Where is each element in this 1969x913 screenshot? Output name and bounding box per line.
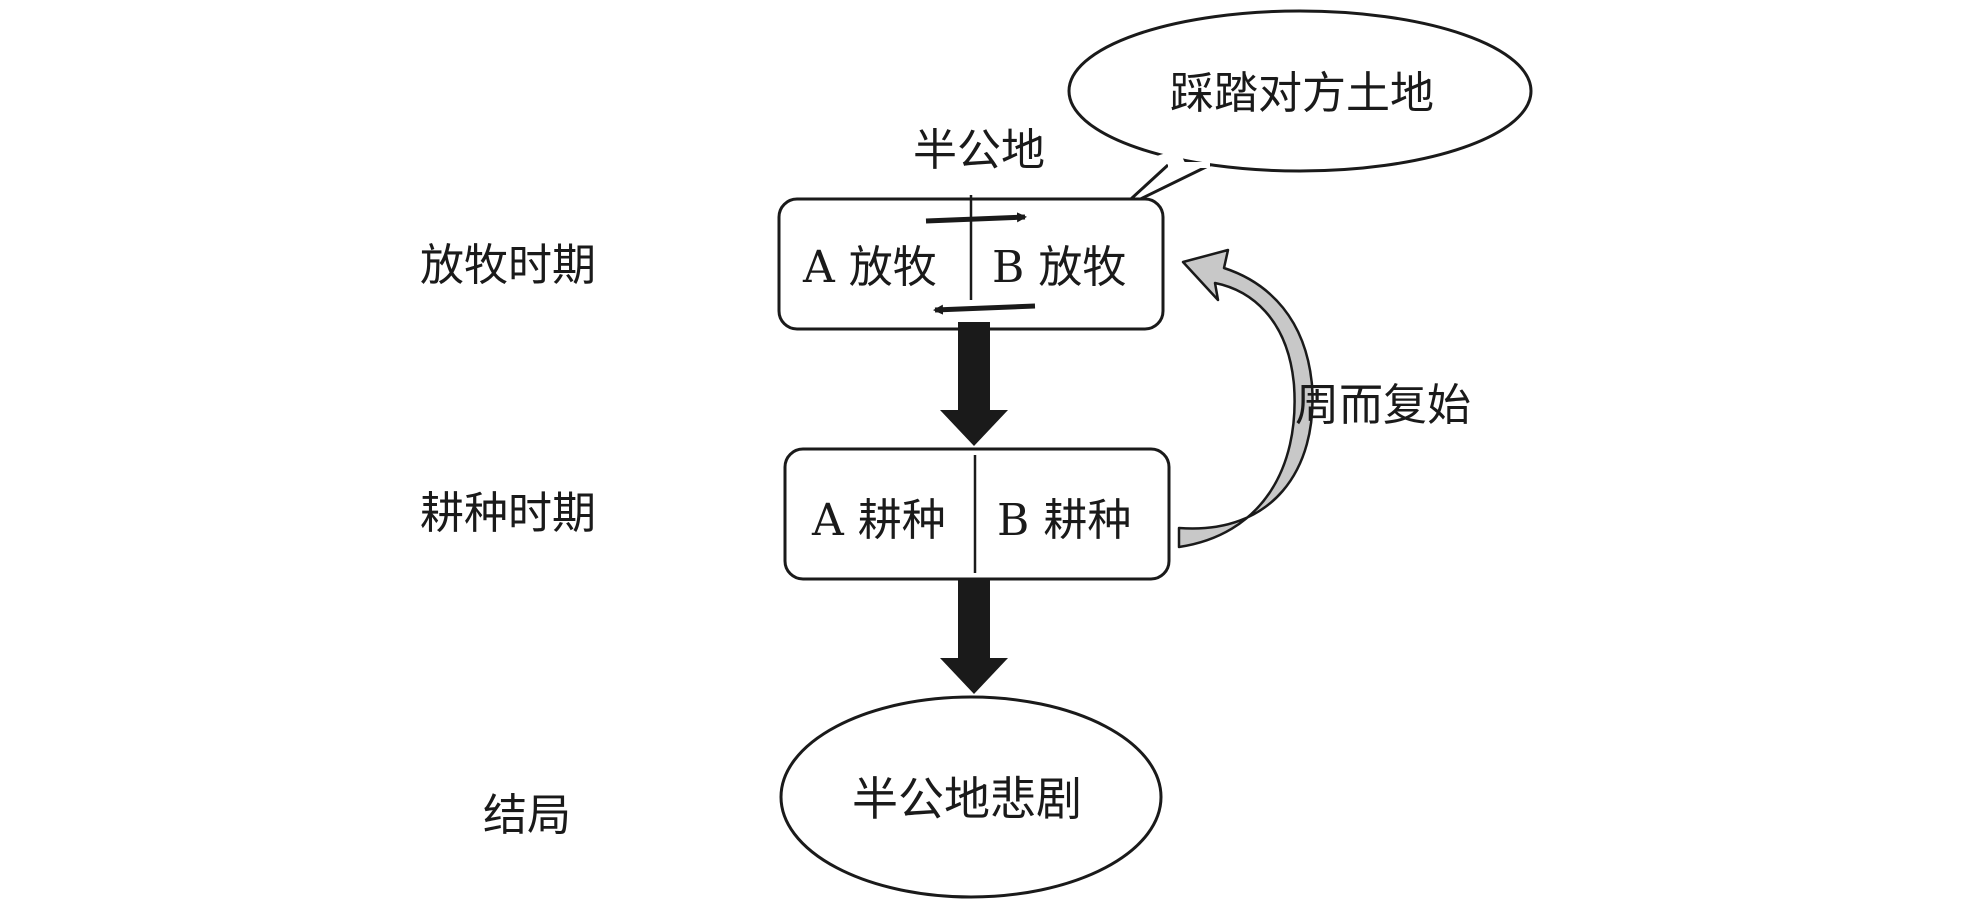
cycle-label: 周而复始 bbox=[1295, 380, 1471, 431]
semi-commons-label: 半公地 bbox=[913, 125, 1045, 176]
period-label-outcome: 结局 bbox=[483, 790, 571, 841]
arrow-right-icon bbox=[925, 212, 1027, 224]
outcome-text: 半公地悲剧 bbox=[852, 772, 1082, 826]
grazing-right-label: B 放牧 bbox=[992, 242, 1126, 293]
farming-right-label: B 耕种 bbox=[997, 495, 1131, 546]
bubble-text: 踩踏对方土地 bbox=[1170, 68, 1434, 119]
grazing-left-label: A 放牧 bbox=[802, 242, 937, 293]
period-label-grazing: 放牧时期 bbox=[420, 240, 596, 291]
outcome-ellipse bbox=[779, 695, 1163, 899]
farming-box: A 耕种 B 耕种 bbox=[783, 447, 1171, 581]
period-label-farming: 耕种时期 bbox=[420, 488, 596, 539]
grazing-box: A 放牧 B 放牧 bbox=[777, 195, 1165, 331]
farming-left-label: A 耕种 bbox=[811, 495, 946, 546]
arrow-down-icon-2 bbox=[940, 578, 1008, 694]
cycle-arrow-icon bbox=[1177, 248, 1314, 549]
arrow-down-icon-1 bbox=[940, 322, 1008, 446]
arrow-left-icon bbox=[933, 303, 1036, 315]
